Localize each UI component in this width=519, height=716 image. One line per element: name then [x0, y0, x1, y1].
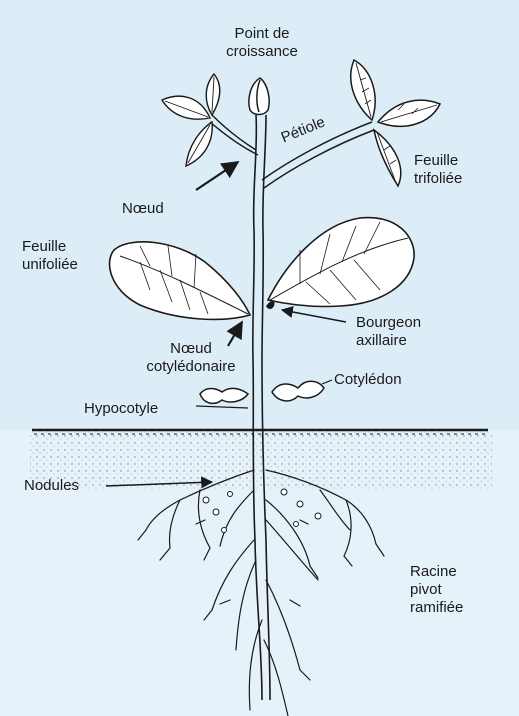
label-cotyledon: Cotylédon [334, 371, 402, 389]
label-growing-point-line1: Point de [216, 25, 308, 43]
label-unifoliate-line2: unifoliée [22, 256, 78, 274]
label-axillary-bud-line2: axillaire [356, 332, 421, 350]
label-node: Nœud [122, 200, 164, 218]
label-unifoliate-line1: Feuille [22, 238, 78, 256]
soil-texture [30, 430, 492, 490]
label-axillary-bud: Bourgeon axillaire [356, 314, 421, 350]
label-taproot-line1: Racine [410, 563, 463, 581]
label-trifoliate-line2: trifoliée [414, 170, 462, 188]
label-taproot-line2: pivot [410, 581, 463, 599]
label-trifoliate-leaf: Feuille trifoliée [414, 152, 462, 188]
label-growing-point-line2: croissance [216, 43, 308, 61]
label-axillary-bud-line1: Bourgeon [356, 314, 421, 332]
label-growing-point: Point de croissance [216, 25, 308, 61]
label-nodules: Nodules [24, 477, 79, 495]
label-unifoliate-leaf: Feuille unifoliée [22, 238, 78, 274]
label-cotyledonary-node-line1: Nœud [136, 340, 246, 358]
label-trifoliate-line1: Feuille [414, 152, 462, 170]
label-taproot: Racine pivot ramifiée [410, 563, 463, 617]
label-taproot-line3: ramifiée [410, 599, 463, 617]
label-cotyledonary-node: Nœud cotylédonaire [136, 340, 246, 376]
label-hypocotyl: Hypocotyle [84, 400, 158, 418]
label-cotyledonary-node-line2: cotylédonaire [136, 358, 246, 376]
